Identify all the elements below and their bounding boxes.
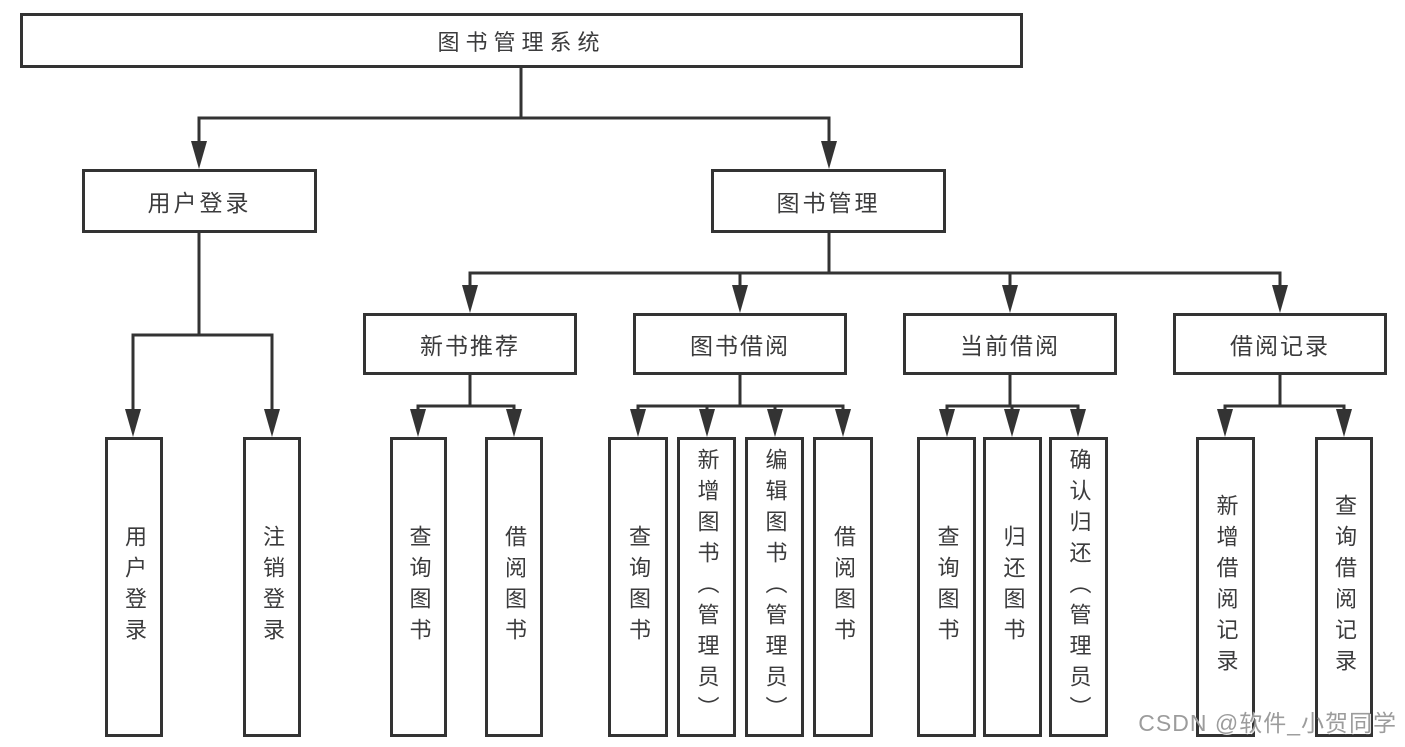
node-new-book-recommend: 新书推荐 — [363, 313, 577, 375]
leaf-confirm-return-admin: 确认归还（管理员） — [1049, 437, 1108, 737]
leaf-edit-books-admin: 编辑图书（管理员） — [745, 437, 804, 737]
leaf-logout-label: 注销登录 — [260, 525, 285, 649]
node-current-borrowing: 当前借阅 — [903, 313, 1117, 375]
leaf-borrow-books: 借阅图书 — [813, 437, 873, 737]
leaf-borrow-books-recommend-label: 借阅图书 — [502, 525, 527, 649]
leaf-logout: 注销登录 — [243, 437, 301, 737]
leaf-query-borrow-record: 查询借阅记录 — [1315, 437, 1373, 737]
leaf-user-login: 用户登录 — [105, 437, 163, 737]
leaf-edit-books-admin-label: 编辑图书（管理员） — [762, 447, 788, 727]
node-book-borrowing: 图书借阅 — [633, 313, 847, 375]
leaf-add-books-admin: 新增图书（管理员） — [677, 437, 736, 737]
leaf-query-books-recommend: 查询图书 — [390, 437, 447, 737]
connector-new-book-rec-children — [410, 372, 522, 437]
leaf-confirm-return-admin-label: 确认归还（管理员） — [1066, 447, 1092, 727]
node-library-system: 图书管理系统 — [20, 13, 1023, 68]
leaf-borrow-books-recommend: 借阅图书 — [485, 437, 543, 737]
node-borrowing-records: 借阅记录 — [1173, 313, 1387, 375]
leaf-add-books-admin-label: 新增图书（管理员） — [694, 447, 720, 727]
leaf-query-books-borrow: 查询图书 — [608, 437, 668, 737]
leaf-return-books-label: 归还图书 — [1000, 525, 1026, 649]
leaf-query-borrow-record-label: 查询借阅记录 — [1332, 494, 1357, 680]
connector-current-borrow-children — [939, 372, 1086, 437]
leaf-borrow-books-label: 借阅图书 — [831, 525, 856, 649]
leaf-return-books: 归还图书 — [983, 437, 1042, 737]
leaf-query-books-current: 查询图书 — [917, 437, 976, 737]
leaf-user-login-label: 用户登录 — [122, 525, 147, 649]
node-user-login: 用户登录 — [82, 169, 317, 233]
node-book-management: 图书管理 — [711, 169, 946, 233]
leaf-query-books-borrow-label: 查询图书 — [626, 525, 651, 649]
csdn-watermark: CSDN @软件_小贺同学 — [1138, 710, 1397, 736]
connector-borrow-records-children — [1217, 372, 1352, 437]
leaf-add-borrow-record-label: 新增借阅记录 — [1213, 494, 1239, 680]
connector-user-login-children — [125, 230, 280, 437]
connector-book-mgmt-to-modules — [462, 230, 1288, 313]
leaf-query-books-current-label: 查询图书 — [934, 525, 960, 649]
leaf-query-books-recommend-label: 查询图书 — [406, 525, 432, 649]
connector-book-borrow-children — [630, 372, 851, 437]
leaf-add-borrow-record: 新增借阅记录 — [1196, 437, 1255, 737]
connector-root-to-level2 — [191, 65, 837, 169]
